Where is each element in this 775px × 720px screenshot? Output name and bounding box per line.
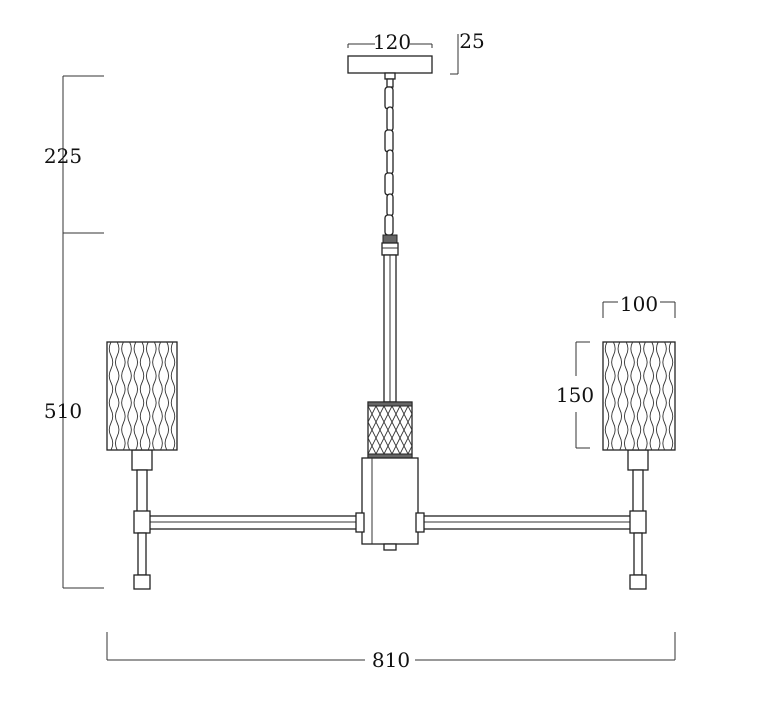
left-lamp-shade (106, 341, 178, 451)
total-width-label: 810 (372, 648, 410, 672)
horizontal-arms (147, 512, 635, 533)
body-height-label: 510 (44, 399, 82, 423)
ceiling-canopy (347, 55, 433, 88)
central-hub (361, 457, 419, 551)
canopy-height-dimension: 25 (450, 29, 485, 75)
total-width-dimension: 810 (106, 632, 676, 672)
hanging-chain (384, 86, 394, 236)
shade-width-label: 100 (620, 292, 658, 316)
central-lattice-shade (367, 401, 413, 459)
chain-length-label: 225 (44, 144, 82, 168)
shade-height-label: 150 (556, 383, 594, 407)
right-lamp-arm (627, 449, 649, 590)
right-lamp-shade (602, 341, 676, 451)
height-dimensions: 225 510 (44, 75, 104, 589)
left-lamp-arm (131, 449, 153, 590)
canopy-width-dimension: 120 (347, 30, 433, 54)
canopy-height-label: 25 (459, 29, 484, 53)
shade-width-dimension: 100 (602, 292, 676, 318)
shade-height-dimension: 150 (556, 341, 594, 449)
canopy-width-label: 120 (373, 30, 411, 54)
central-stem (381, 234, 399, 403)
